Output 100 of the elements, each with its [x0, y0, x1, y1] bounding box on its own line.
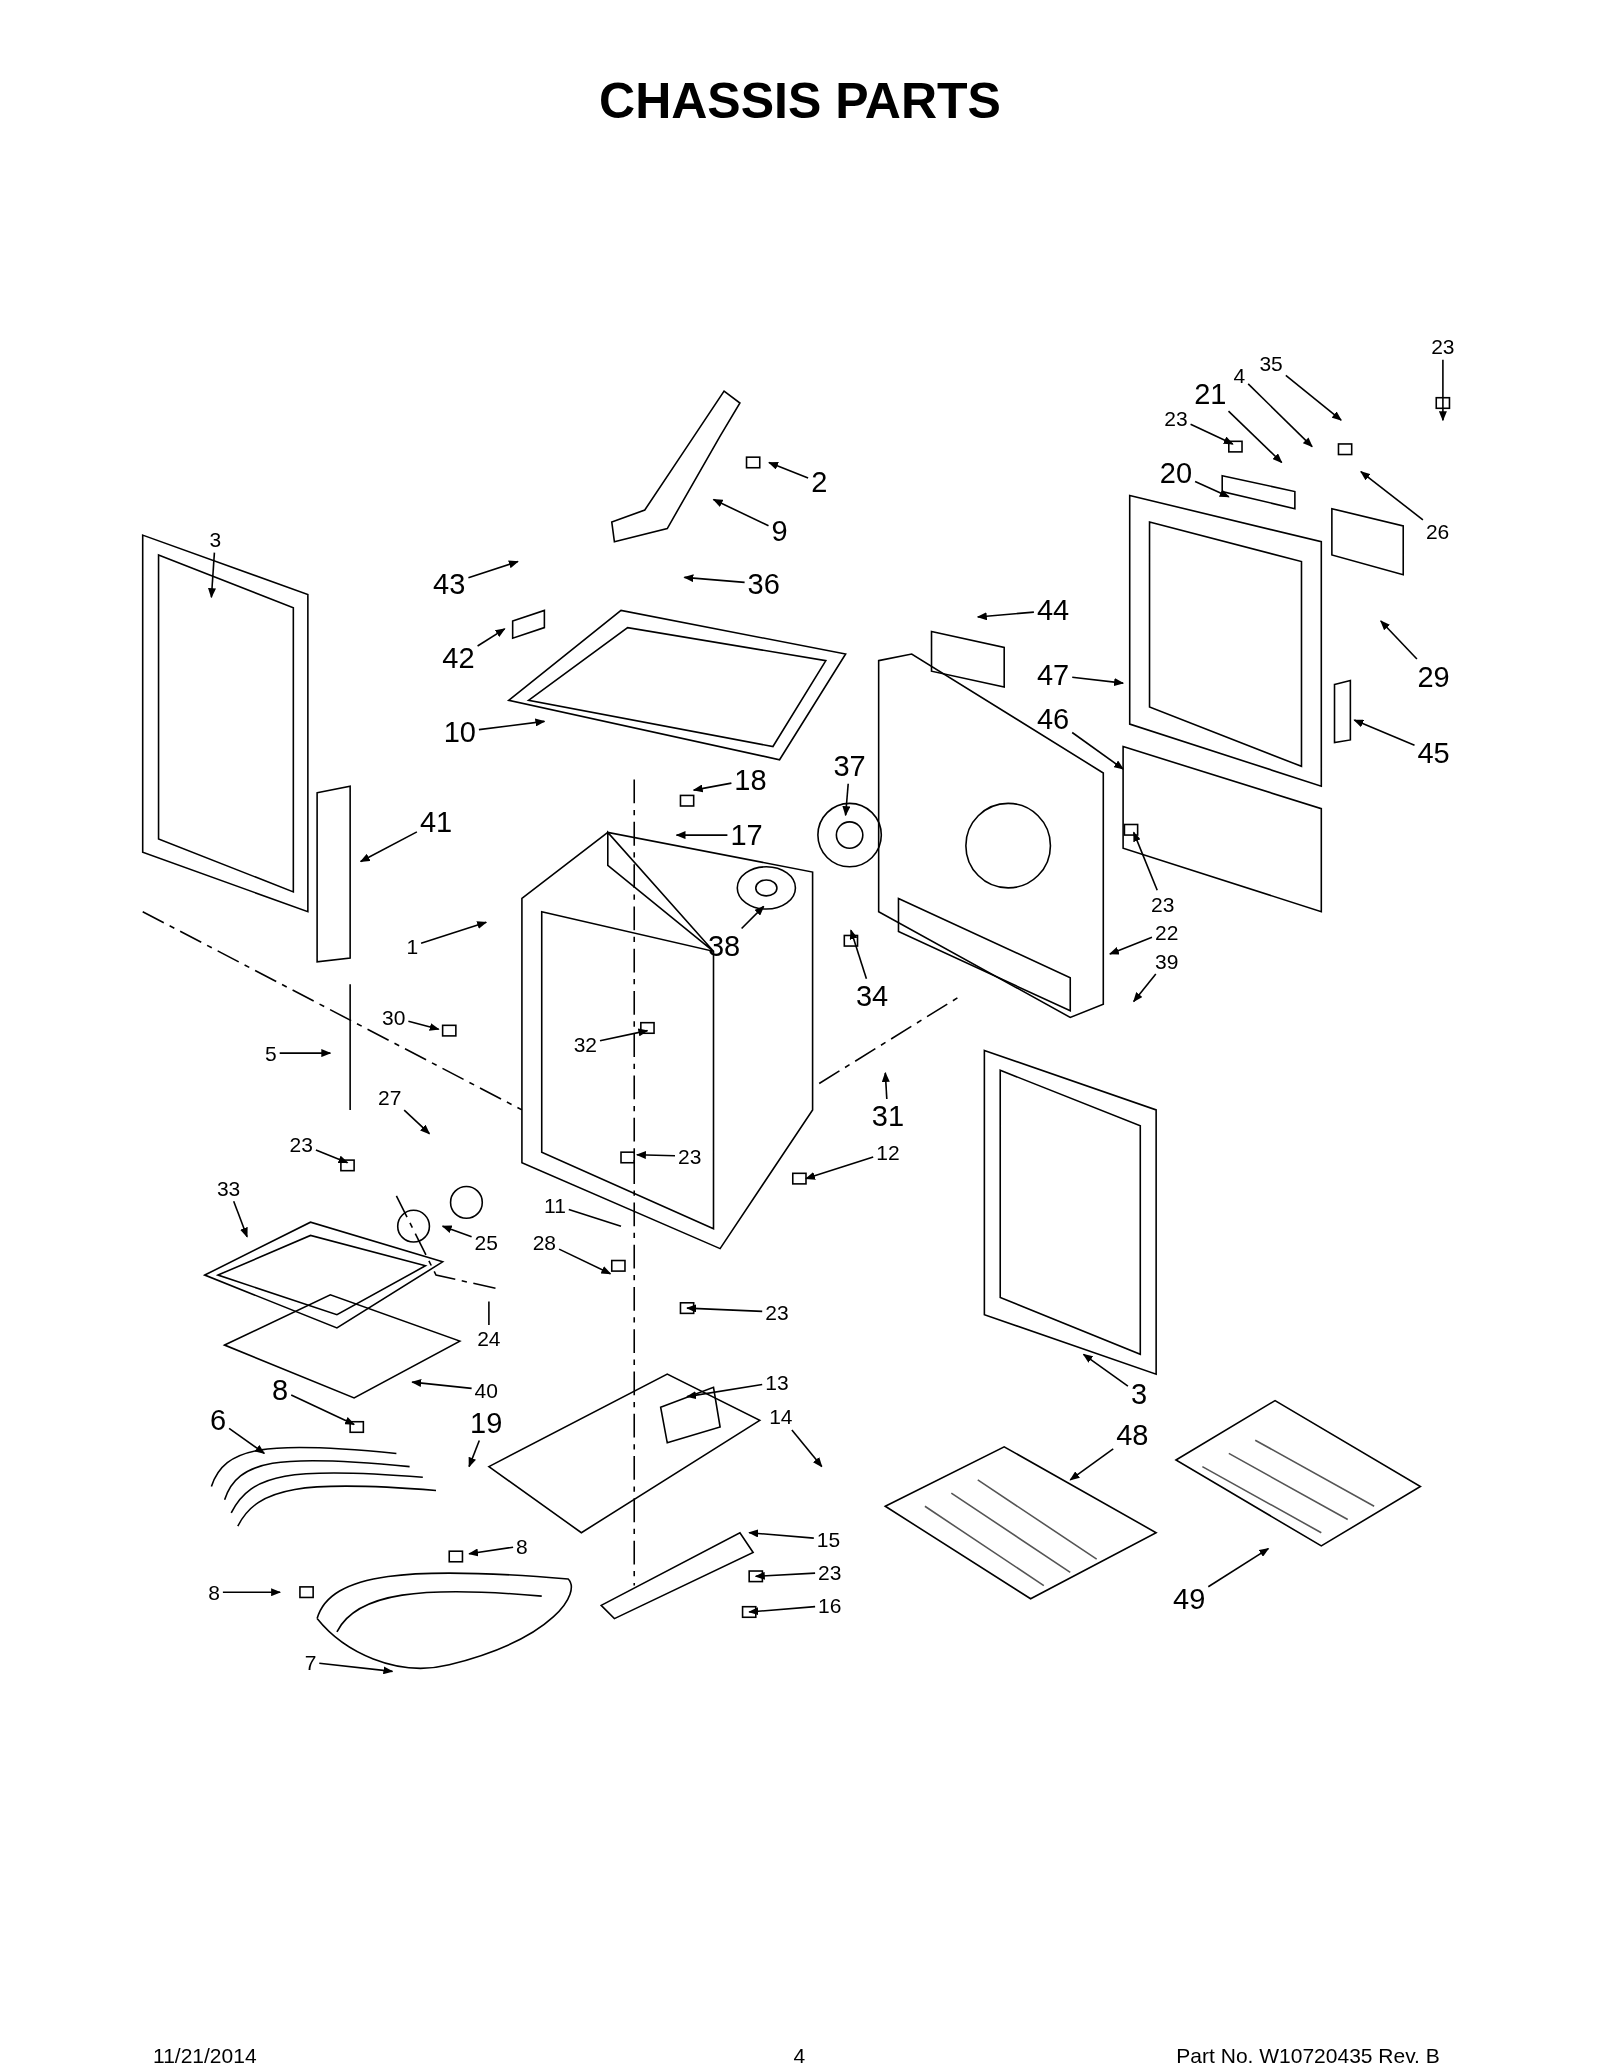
- leader-line: [315, 1149, 349, 1164]
- callout-number: 19: [470, 1408, 503, 1438]
- callout-number: 35: [1259, 352, 1283, 374]
- leader-line: [411, 1379, 473, 1390]
- leader-line: [1069, 1448, 1114, 1481]
- callout-number: 46: [1036, 704, 1070, 734]
- callout-number: 47: [1036, 660, 1070, 690]
- leader-line: [849, 929, 868, 980]
- callout-number: 36: [747, 569, 780, 599]
- leader-line: [740, 905, 765, 930]
- leader-line: [635, 1151, 676, 1160]
- leader-line: [1247, 383, 1313, 448]
- leader-line: [1082, 1353, 1129, 1387]
- callout-number: 8: [272, 1375, 289, 1405]
- leader-line: [488, 1300, 490, 1326]
- callout-number: 48: [1116, 1420, 1149, 1450]
- callout-number: 4: [1233, 364, 1246, 386]
- leader-line: [232, 1200, 248, 1238]
- callout-number: 8: [516, 1535, 528, 1557]
- date-text: 11/21/2014: [153, 2044, 257, 2066]
- leader-line: [441, 1225, 473, 1238]
- callout-number: 14: [769, 1405, 793, 1427]
- leader-line: [476, 628, 506, 647]
- leader-line: [805, 1156, 874, 1180]
- leader-line: [1360, 470, 1424, 521]
- callout-number: 40: [474, 1379, 498, 1401]
- leader-line: [748, 1529, 815, 1539]
- callout-number: 32: [573, 1033, 597, 1055]
- callout-number: 22: [1155, 921, 1179, 942]
- callout-number: 15: [816, 1528, 841, 1550]
- leader-line: [290, 1394, 355, 1426]
- callout-number: 23: [678, 1145, 702, 1167]
- callout-number: 10: [443, 717, 476, 747]
- leader-line: [1071, 731, 1124, 770]
- leader-line: [1438, 358, 1447, 422]
- leader-line: [791, 1429, 823, 1468]
- callout-number: 23: [1151, 893, 1175, 915]
- leader-line: [278, 1049, 332, 1058]
- callout-number: 44: [1036, 595, 1070, 625]
- leader-line: [754, 1571, 816, 1580]
- leader-line: [599, 1028, 649, 1042]
- callout-number: 30: [382, 1006, 406, 1028]
- leader-line: [675, 831, 729, 840]
- leader-line: [881, 1071, 890, 1100]
- leader-line: [420, 921, 488, 944]
- leader-line: [1194, 480, 1230, 498]
- callout-number: 18: [734, 765, 767, 795]
- page-title: CHASSIS PARTS: [598, 72, 1002, 130]
- leader-line: [1353, 719, 1416, 746]
- leader-line: [748, 1605, 816, 1616]
- callout-number: 26: [1425, 520, 1450, 542]
- callout-number: 20: [1159, 458, 1193, 488]
- leader-line: [683, 574, 746, 584]
- leader-line: [208, 551, 216, 599]
- leader-line: [692, 782, 733, 793]
- leader-line: [1285, 374, 1342, 421]
- leader-line: [686, 1304, 763, 1313]
- leader-line: [558, 1248, 612, 1275]
- callout-number: 29: [1417, 662, 1450, 691]
- callout-number: 38: [707, 931, 741, 961]
- leader-line: [768, 461, 809, 479]
- callout-number: 17: [730, 820, 763, 850]
- callout-number: 23: [818, 1561, 842, 1583]
- callout-number: 21: [1194, 379, 1227, 409]
- leader-line: [222, 1588, 282, 1597]
- leader-line: [976, 611, 1035, 621]
- callout-number: 7: [304, 1651, 317, 1673]
- callout-number: 39: [1155, 950, 1179, 972]
- callout-number: 43: [433, 569, 466, 599]
- callout-number: 41: [419, 807, 453, 837]
- callout-number: 1: [406, 935, 419, 957]
- callout-number: 24: [477, 1327, 501, 1349]
- callout-number: 31: [871, 1102, 905, 1131]
- leader-line: [228, 1427, 266, 1455]
- leader-line: [1132, 973, 1157, 1003]
- callout-number: 8: [208, 1581, 220, 1603]
- leader-line: [318, 1662, 394, 1675]
- callout-number: 23: [765, 1301, 789, 1323]
- leader-line: [468, 1546, 514, 1557]
- callout-number: 23: [1431, 335, 1455, 357]
- leader-line: [568, 1208, 622, 1227]
- leader-line: [478, 718, 546, 731]
- callout-number: 37: [833, 751, 866, 781]
- leader-line: [686, 1383, 763, 1400]
- leader-line: [1132, 831, 1158, 892]
- leader-line: [1207, 1547, 1270, 1588]
- part-number: Part No. W10720435 Rev. B: [1176, 2044, 1440, 2066]
- callout-number: 5: [265, 1042, 277, 1064]
- callout-number: 23: [289, 1133, 313, 1155]
- callout-number: 11: [544, 1194, 566, 1216]
- leader-line: [407, 1020, 440, 1031]
- callout-number: 25: [474, 1231, 498, 1253]
- callout-number: 3: [1130, 1379, 1147, 1409]
- callout-number: 3: [209, 528, 222, 550]
- leader-line: [403, 1109, 431, 1135]
- callout-number: 49: [1173, 1584, 1206, 1614]
- leader-line: [467, 560, 519, 579]
- callout-number: 45: [1417, 738, 1450, 768]
- leader-line: [1189, 423, 1234, 445]
- callout-number: 9: [771, 516, 788, 546]
